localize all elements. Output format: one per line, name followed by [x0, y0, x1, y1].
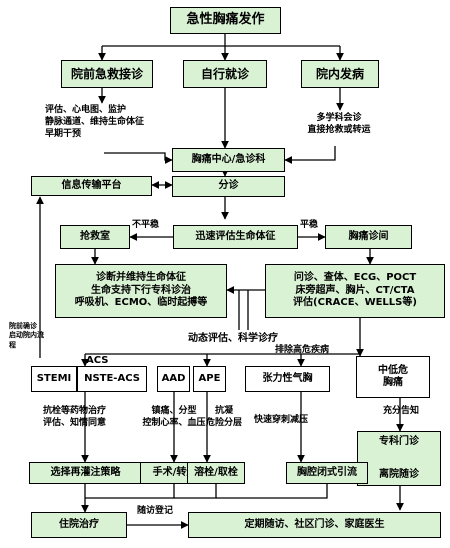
rescue-room-box: 抢救室: [60, 225, 130, 249]
aad-box: AAD: [157, 366, 190, 392]
thrombolysis-box: 溶栓/取栓: [187, 462, 245, 484]
reperfusion-box: 选择再灌注策略: [29, 462, 142, 484]
aad-actions-note: 镇痛、分型 控制心率、血压: [142, 406, 206, 429]
stemi-box: STEMI: [31, 366, 77, 392]
chest-pain-clinic-box: 胸痛诊间: [325, 225, 412, 249]
inform-note: 充分告知: [383, 406, 420, 416]
rapid-assessment-box: 迅速评估生命体征: [173, 225, 298, 249]
title-box: 急性胸痛发作: [170, 7, 281, 34]
low-risk-chest-pain-box: 中低危 胸痛: [356, 356, 430, 398]
pneumothorax-actions-note: 快速穿刺减压: [254, 415, 309, 425]
self-presentation-box: 自行就诊: [183, 60, 267, 88]
inhospital-actions-note: 多学科会诊 直接抢救或转运: [307, 113, 371, 136]
followup-box: 定期随访、社区门诊、家庭医生: [188, 512, 441, 538]
specialist-clinic-label: 专科门诊: [379, 435, 419, 447]
hospitalization-box: 住院治疗: [31, 512, 127, 538]
prehospital-actions-note: 评估、心电图、监护 静脉通道、维持生命体征 早期干预: [45, 105, 145, 140]
chest-pain-center-box: 胸痛中心/急诊科: [172, 148, 285, 172]
info-platform-box: 信息传输平台: [31, 176, 152, 196]
nste-acs-box: NSTE-ACS: [77, 366, 147, 392]
dynamic-assessment-label: 动态评估、科学诊疗: [188, 333, 278, 344]
stable-label: 平稳: [300, 220, 319, 230]
specialist-box: 专科门诊 离院随诊: [357, 431, 441, 486]
tension-pneumothorax-box: 张力性气胸: [245, 366, 330, 392]
chest-drainage-box: 胸腔闭式引流: [286, 462, 368, 484]
acs-label: ACS: [86, 355, 109, 366]
prehospital-box: 院前急救接诊: [61, 60, 153, 88]
ape-box: APE: [193, 366, 226, 392]
exclude-highrisk-label: 排除高危疾病: [275, 345, 330, 355]
triage-box: 分诊: [172, 176, 285, 197]
ape-actions-note: 抗凝 危险分层: [206, 406, 243, 429]
inhospital-onset-box: 院内发病: [301, 60, 379, 88]
unstable-label: 不平稳: [132, 220, 160, 230]
followup-register-label: 随访登记: [137, 506, 174, 516]
discharge-followup-label: 离院随诊: [379, 468, 419, 480]
diagnose-support-box: 诊断并维持生命体征 生命支持下行专科诊治 呼吸机、ECMO、临时起搏等: [55, 264, 227, 318]
prehospital-activation-note: 院前确诊 启动院内流程: [9, 322, 44, 349]
examination-box: 问诊、查体、ECG、POCT 床旁超声、胸片、CT/CTA 评估(CRACE、W…: [265, 264, 445, 318]
acs-actions-note: 抗栓等药物治疗 评估、知情同意: [43, 406, 107, 429]
